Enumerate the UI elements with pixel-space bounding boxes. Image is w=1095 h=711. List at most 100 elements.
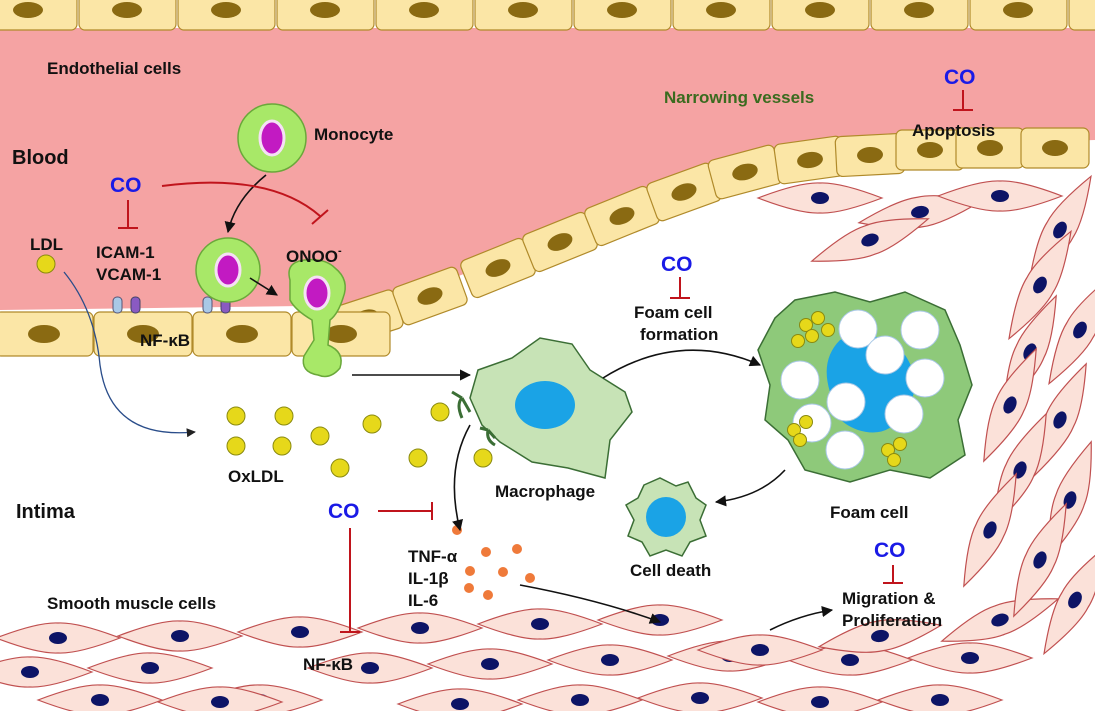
lipid-droplet bbox=[799, 318, 813, 332]
smooth-muscle-cell bbox=[356, 612, 484, 644]
smooth-muscle-cell bbox=[596, 604, 724, 636]
label-apoptosis: Apoptosis bbox=[912, 121, 995, 140]
smooth-muscle-cell bbox=[476, 608, 604, 640]
endothelial-cell bbox=[955, 127, 1025, 169]
ldl-particles bbox=[36, 254, 493, 478]
smooth-muscle-cell bbox=[1048, 274, 1095, 386]
endothelial-cell bbox=[771, 0, 870, 31]
smooth-muscle-cell bbox=[983, 347, 1037, 463]
endothelial-cell bbox=[177, 0, 276, 31]
smooth-muscle-cell bbox=[876, 684, 1004, 711]
ldl-particle bbox=[430, 402, 450, 422]
label-foam-cell: Foam cell bbox=[830, 503, 908, 522]
label-nfkb-endothelium: NF-κB bbox=[140, 331, 190, 350]
endothelial-cell bbox=[573, 0, 672, 31]
label-onoo-charge: - bbox=[338, 245, 342, 257]
endothelial-cell bbox=[834, 132, 906, 178]
label-oxldl: OxLDL bbox=[228, 467, 284, 486]
dying-cell bbox=[624, 477, 707, 557]
foam-vacuole bbox=[780, 360, 820, 400]
co-label-foam-cell: CO bbox=[661, 253, 693, 276]
co-label-cytokines: CO bbox=[328, 500, 360, 523]
label-nfkb-smooth-muscle: NF-κB bbox=[303, 655, 353, 674]
smooth-muscle-cell bbox=[516, 684, 644, 711]
smooth-muscle-cell bbox=[936, 180, 1064, 212]
smooth-muscle-cell bbox=[810, 218, 930, 262]
label-smooth-muscle-cells: Smooth muscle cells bbox=[47, 594, 216, 613]
lipid-droplet bbox=[799, 415, 813, 429]
label-foam-cell-formation-line1: Foam cell bbox=[634, 303, 712, 322]
macrophage bbox=[451, 337, 633, 479]
endothelial-cell bbox=[1068, 0, 1095, 31]
foam-vacuole bbox=[900, 310, 940, 350]
endothelial-cell bbox=[474, 0, 573, 31]
cytokine bbox=[452, 525, 462, 535]
smooth-muscle-cell bbox=[236, 616, 364, 648]
label-il-6: IL-6 bbox=[408, 591, 438, 610]
endothelial-cell bbox=[1020, 127, 1090, 169]
smooth-muscle-cell bbox=[636, 682, 764, 711]
smooth-muscle-cell bbox=[906, 642, 1034, 674]
blood-region bbox=[0, 28, 1095, 310]
lipid-droplet bbox=[887, 453, 901, 467]
label-icam: ICAM-1 bbox=[96, 243, 155, 262]
ldl-particle bbox=[226, 436, 246, 456]
label-onoo: ONOO- bbox=[286, 245, 342, 266]
foam-vacuole bbox=[884, 394, 924, 434]
smooth-muscle-cell bbox=[86, 652, 214, 684]
endothelial-cell bbox=[392, 266, 468, 326]
ldl-particle bbox=[408, 448, 428, 468]
foam-vacuole bbox=[838, 309, 878, 349]
endothelial-top-row bbox=[0, 0, 1095, 31]
ldl-particle bbox=[272, 436, 292, 456]
smooth-muscle-cell bbox=[0, 656, 94, 688]
label-il-1-beta: IL-1β bbox=[408, 569, 449, 588]
ldl-particle bbox=[274, 406, 294, 426]
ldl-particle bbox=[473, 448, 493, 468]
smooth-muscle-cell bbox=[36, 684, 164, 711]
label-ldl: LDL bbox=[30, 235, 63, 254]
foam-vacuole bbox=[826, 382, 866, 422]
monocyte-transmigrating bbox=[288, 258, 346, 378]
label-blood: Blood bbox=[12, 147, 69, 169]
cytokine-particles bbox=[452, 525, 535, 600]
smooth-muscle-cell bbox=[306, 652, 434, 684]
endothelial-cell bbox=[0, 311, 94, 357]
arrows bbox=[63, 174, 834, 631]
label-monocyte: Monocyte bbox=[314, 125, 393, 144]
inhibition-lines bbox=[118, 90, 973, 633]
co-label-apoptosis: CO bbox=[944, 66, 976, 89]
lipid-droplet bbox=[811, 311, 825, 325]
adhesion-receptors bbox=[112, 296, 231, 314]
ldl-particle bbox=[310, 426, 330, 446]
cytokine bbox=[498, 567, 508, 577]
foam-vacuole bbox=[865, 335, 905, 375]
ldl-particle bbox=[36, 254, 56, 274]
endothelial-cell bbox=[276, 0, 375, 31]
cytokine bbox=[525, 573, 535, 583]
label-intima: Intima bbox=[16, 501, 76, 523]
smooth-muscle-cell bbox=[1008, 229, 1072, 341]
endothelial-cell bbox=[192, 311, 292, 357]
label-migration: Migration & bbox=[842, 589, 936, 608]
co-label-migration: CO bbox=[874, 539, 906, 562]
foam-vacuole bbox=[825, 430, 865, 470]
label-endothelial-cells: Endothelial cells bbox=[47, 59, 181, 78]
cytokine bbox=[481, 547, 491, 557]
monocyte-adhering bbox=[195, 237, 261, 303]
smooth-muscle-cell bbox=[963, 472, 1017, 588]
smooth-muscle-cell bbox=[817, 619, 943, 653]
smooth-muscle-cell bbox=[1013, 502, 1067, 618]
label-proliferation: Proliferation bbox=[842, 611, 942, 630]
monocyte-free bbox=[237, 103, 307, 173]
label-onoo-main: ONOO bbox=[286, 247, 338, 266]
lipid-droplet bbox=[893, 437, 907, 451]
lipid-droplet bbox=[821, 323, 835, 337]
smooth-muscle-cell bbox=[756, 686, 884, 711]
endothelial-cell bbox=[870, 0, 969, 31]
co-label-adhesion: CO bbox=[110, 174, 142, 197]
lipid-droplet bbox=[793, 433, 807, 447]
smooth-muscle-cell bbox=[156, 686, 284, 711]
lipid-droplet bbox=[791, 334, 805, 348]
